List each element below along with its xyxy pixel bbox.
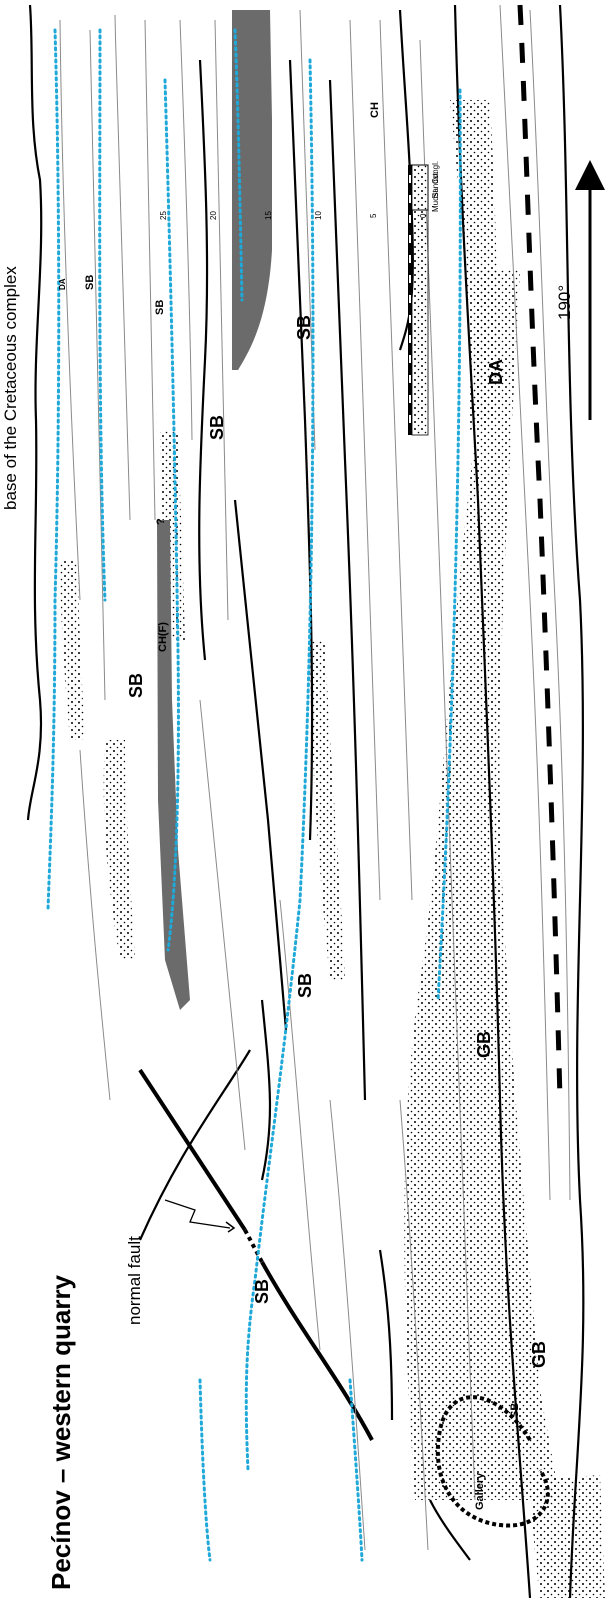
unit-label-sb-7: SB (155, 300, 166, 315)
strat-log (408, 165, 428, 435)
minor-bed-8 (350, 20, 380, 900)
unit-label-sb-8: SB (510, 1403, 521, 1418)
unit-label-ch: CH (370, 102, 381, 118)
bed-line-9 (380, 1250, 392, 1420)
orientation-label: 190° (556, 285, 573, 320)
conglomerate-body-main (404, 270, 560, 1500)
log-tick-20: 20 (210, 211, 218, 220)
minor-bed-15 (280, 900, 320, 1350)
log-tick-10: 10 (315, 211, 323, 220)
unit-label-gb-1: GB (475, 1031, 493, 1058)
conglomerate-lens-top-1 (104, 740, 135, 960)
strat-log-body (412, 165, 428, 435)
minor-bed-14 (200, 700, 245, 1150)
unit-label-da-2: DA (59, 278, 67, 290)
sequence-boundary-7 (200, 1380, 210, 1560)
minor-bed-1 (60, 20, 80, 600)
bed-line-6 (199, 60, 207, 660)
log-tick-15: 15 (265, 211, 273, 220)
minor-bed-3 (115, 15, 130, 520)
bed-line-7 (290, 60, 312, 840)
log-tick-5: 5 (370, 214, 378, 218)
normal-fault (140, 1070, 372, 1440)
minor-bed-4 (145, 20, 155, 520)
unit-label-sb-1: SB (127, 673, 145, 698)
dashed-base-line (520, 5, 560, 1100)
unit-label-sb-6: SB (85, 275, 96, 290)
minor-bed-16 (330, 1100, 365, 1550)
sequence-boundary-1 (48, 30, 59, 910)
mudstone-band-top (232, 10, 272, 370)
unit-label-sb-5: SB (253, 1279, 271, 1304)
diagram-title: Pecínov – western quarry (48, 1275, 74, 1590)
unit-label-query: ? (156, 518, 167, 525)
conglomerate-body-lower-right (530, 1475, 605, 1598)
bed-line-8 (235, 500, 286, 1030)
bed-line-1 (560, 5, 583, 1598)
unit-label-sb-4: SB (296, 973, 314, 998)
unit-label-da-1: DA (487, 359, 505, 385)
normal-fault-label: normal fault (126, 1236, 143, 1325)
minor-bed-5 (180, 20, 192, 440)
base-of-cretaceous-line (28, 5, 41, 820)
unit-label-sb-3: SB (295, 315, 313, 340)
conglomerate-lens-top-3 (60, 560, 85, 740)
fault-pointer (165, 1200, 230, 1228)
base-of-cretaceous-label: base of the Cretaceous complex (2, 266, 19, 510)
minor-bed-2 (90, 30, 105, 700)
gallery-label: Gallery (475, 1473, 486, 1510)
log-tick-25: 25 (160, 211, 168, 220)
minor-bed-6 (215, 20, 228, 620)
log-grain-conglomerate: Congl. (432, 161, 440, 184)
sequence-boundary-8 (350, 1380, 362, 1560)
unit-label-chf: CH(F) (158, 622, 169, 652)
conglomerate-lens-mid (310, 640, 345, 980)
bed-line-5 (262, 1000, 270, 1180)
unit-label-gb-2: GB (530, 1341, 548, 1368)
log-tick-0: 0 (420, 214, 428, 218)
unit-label-sb-2: SB (208, 415, 226, 440)
minor-bed-9 (380, 20, 412, 900)
minor-bed-12 (530, 10, 570, 1200)
